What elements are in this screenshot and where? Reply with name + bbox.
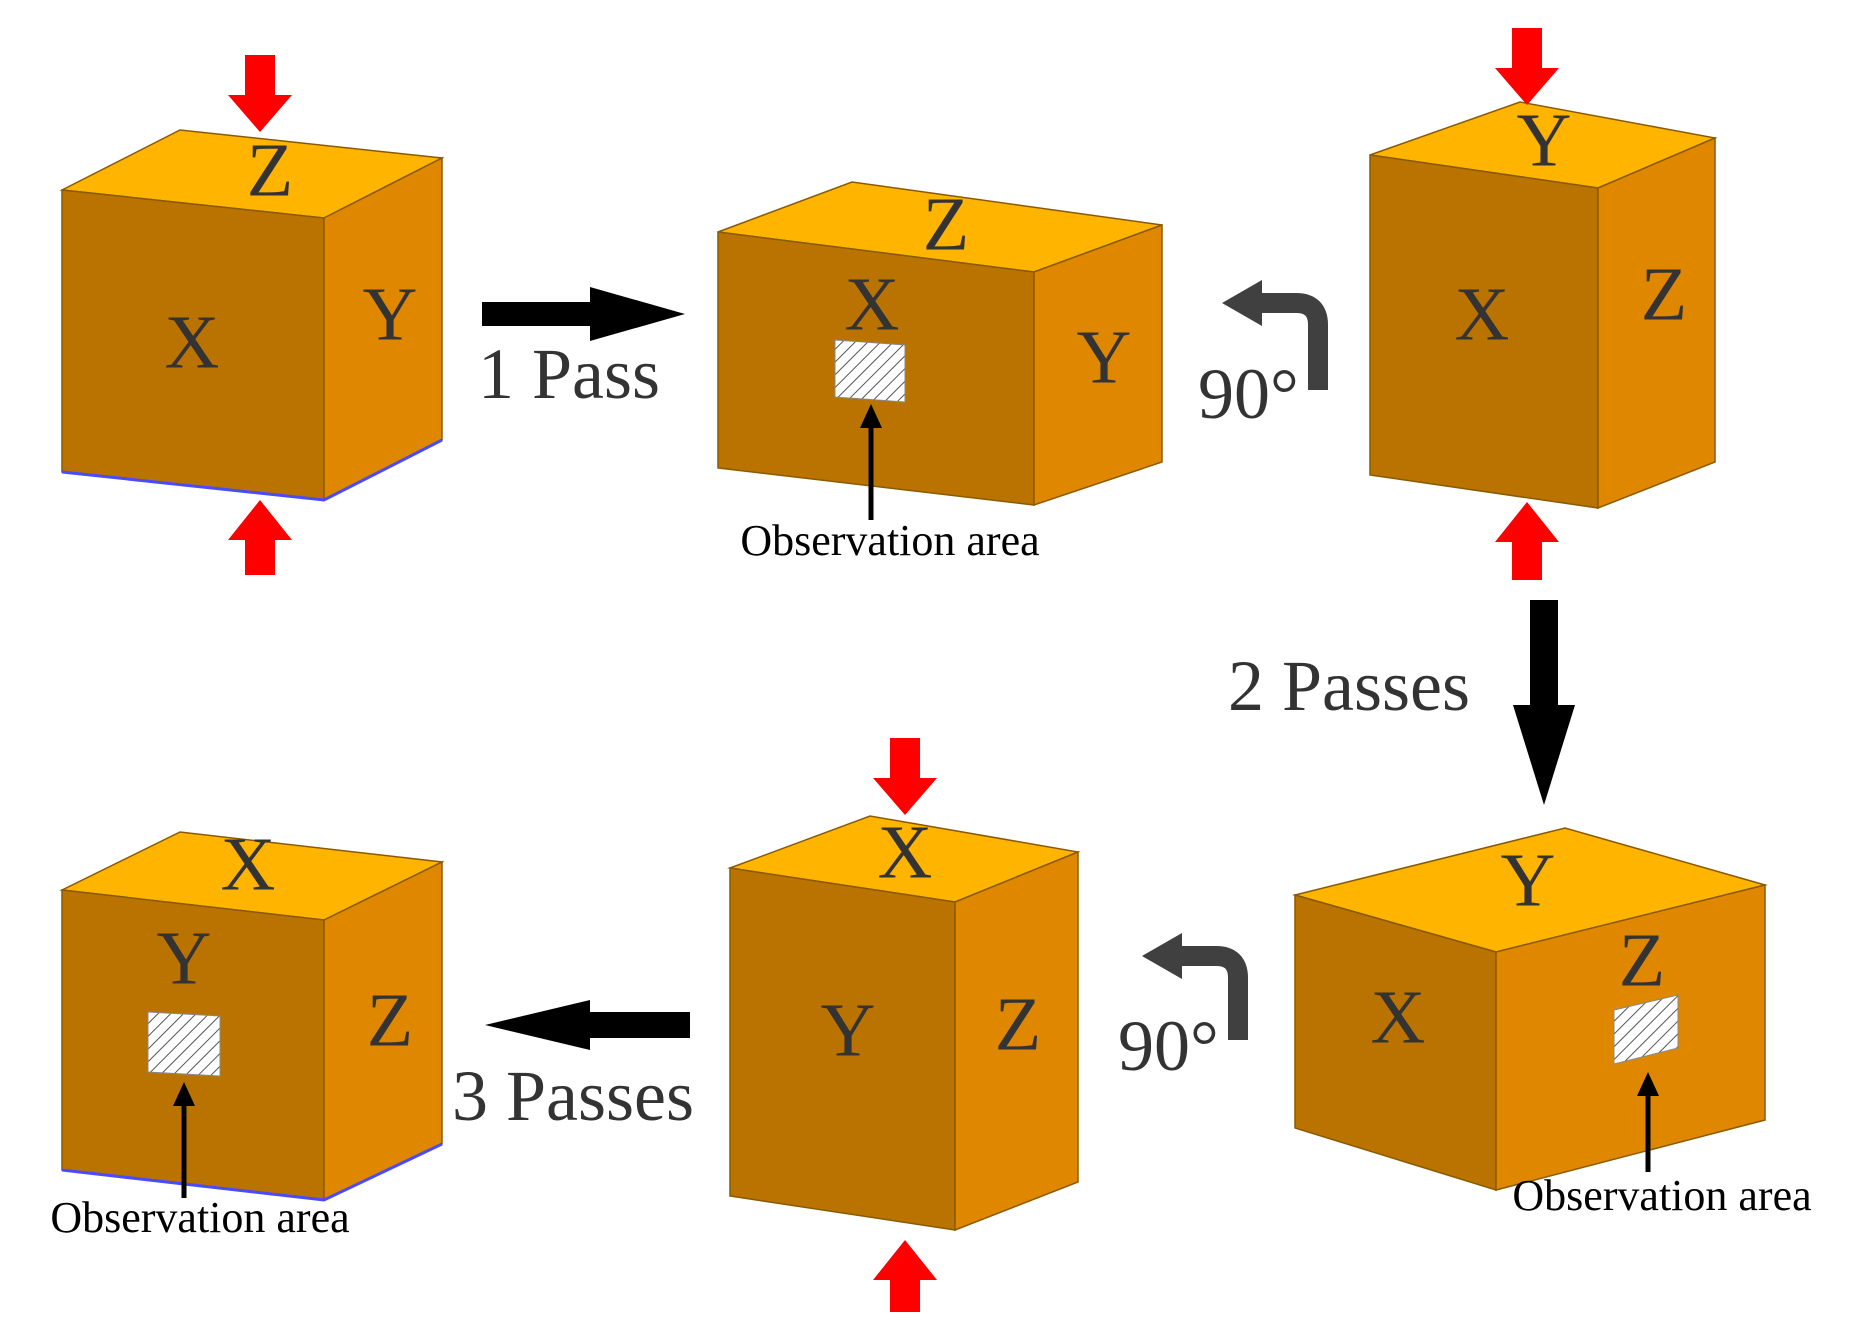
cube-4-observation-pointer-icon	[1637, 1072, 1659, 1096]
cube-6: X Y Z Observation area	[50, 822, 445, 1242]
rotate-arrows	[1142, 280, 1328, 1040]
cube-6-observation-pointer-icon	[173, 1082, 195, 1106]
cube-6-top-label: X	[221, 822, 276, 906]
cube-1-front-label: X	[165, 300, 220, 384]
rotate-arrow-icon	[1222, 280, 1328, 390]
red-arrow-icon	[873, 738, 937, 815]
red-arrow-icon	[1495, 28, 1559, 105]
cube-6-observation-area	[147, 1011, 221, 1077]
red-arrow-icon	[873, 1240, 937, 1312]
cube-5-side-label: Z	[995, 982, 1041, 1066]
cube-2-side-label: Y	[1077, 315, 1132, 399]
cube-4-front-label: X	[1371, 975, 1426, 1059]
cube-2: Z X Y Observation area	[717, 181, 1163, 565]
cube-3-front-label: X	[1455, 272, 1510, 356]
cube-3-top-label: Y	[1517, 98, 1572, 182]
cube-1: Z X Y	[59, 128, 445, 502]
black-arrow-icon	[485, 1000, 690, 1050]
cube-2-observation-area	[834, 339, 906, 403]
cube-2-observation-pointer-icon	[860, 404, 882, 428]
cube-5-top-label: X	[878, 810, 933, 894]
cube-3-side-label: Z	[1641, 252, 1687, 336]
cube-6-side-label: Z	[367, 978, 413, 1062]
cube-3: Y X Z	[1369, 98, 1718, 510]
cube-4-observation-area	[1613, 994, 1679, 1065]
cube-2-observation-label: Observation area	[740, 516, 1039, 565]
cube-4: Y X Z Observation area	[1292, 827, 1812, 1220]
cube-2-front-label: X	[845, 262, 900, 346]
black-arrow-icon	[1513, 600, 1575, 805]
cube-1-top-label: Z	[247, 128, 293, 212]
press-arrows	[228, 28, 1559, 1312]
cube-2-top-label: Z	[923, 182, 969, 266]
rotate-arrow-icon	[1142, 933, 1248, 1040]
red-arrow-icon	[228, 55, 292, 132]
cube-5: X Y Z	[727, 810, 1081, 1232]
red-arrow-icon	[1495, 502, 1559, 580]
flow-arrows	[482, 287, 1575, 1050]
cube-6-front-label: Y	[157, 916, 212, 1000]
pass-1-label: 1 Pass	[478, 334, 660, 414]
black-arrow-icon	[482, 287, 685, 341]
cube-4-side-label: Z	[1619, 918, 1665, 1002]
rotate-90-label-top: 90°	[1198, 354, 1299, 434]
cube-1-side-label: Y	[363, 272, 418, 356]
cube-5-side-face	[954, 850, 1079, 1232]
cube-4-observation-label: Observation area	[1512, 1171, 1811, 1220]
rotate-90-label-bottom: 90°	[1118, 1006, 1219, 1086]
passes-2-label: 2 Passes	[1228, 646, 1470, 726]
cube-4-top-label: Y	[1501, 838, 1556, 922]
cube-6-observation-label: Observation area	[50, 1193, 349, 1242]
passes-3-label: 3 Passes	[452, 1056, 694, 1136]
cube-2-side-face	[1033, 223, 1163, 507]
red-arrow-icon	[228, 500, 292, 575]
cube-3-side-face	[1597, 136, 1716, 510]
cube-5-front-label: Y	[821, 988, 876, 1072]
